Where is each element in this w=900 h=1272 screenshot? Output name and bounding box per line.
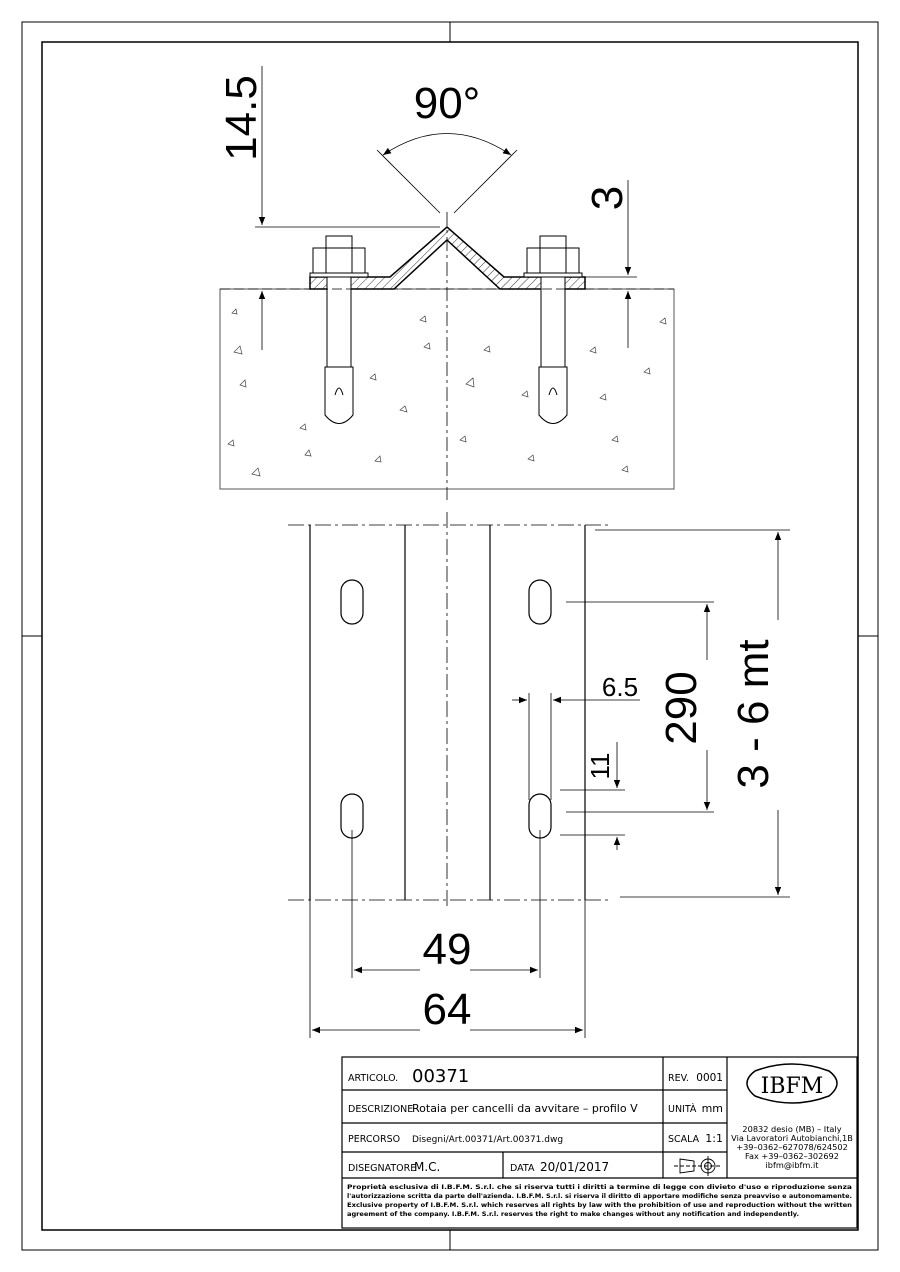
title-block: ARTICOLO. 00371 REV. 0001 DESCRIZIONE Ro…	[341, 1056, 858, 1229]
disclaimer-line: Proprietà esclusiva di I.B.F.M. S.r.l. c…	[347, 1183, 852, 1191]
articolo-value: 00371	[412, 1066, 469, 1087]
dimension-length	[595, 529, 790, 898]
data-value: 20/01/2017	[540, 1160, 609, 1174]
dimension-length-label: 3 - 6 mt	[729, 639, 778, 788]
section-view: 14.5 90° 3	[217, 66, 675, 500]
address-line: +39–0362–627078/624502	[736, 1142, 848, 1152]
dimension-slot-length	[560, 742, 625, 850]
ibfm-logo-text: IBFM	[761, 1074, 824, 1099]
dimension-slot-width-label: 6.5	[602, 672, 638, 702]
dimension-angle-label: 90°	[414, 79, 481, 128]
address-line: Via Lavoratori Autobianchi,1B	[731, 1133, 853, 1143]
dimension-thickness-label: 3	[583, 186, 632, 210]
data-label: DATA	[510, 1163, 535, 1174]
disclaimer-line: l'autorizzazione scritta da parte dell'a…	[347, 1193, 852, 1200]
projection-symbol-icon	[674, 1156, 722, 1176]
dimension-height	[255, 66, 440, 350]
scala-value: 1:1	[705, 1132, 723, 1145]
concrete-aggregate-marks	[227, 308, 667, 477]
percorso-label: PERCORSO	[348, 1134, 400, 1145]
dimension-height-label: 14.5	[217, 75, 266, 161]
dimension-angle	[376, 133, 518, 214]
dimension-rail-width	[309, 900, 586, 1038]
descrizione-value: Rotaia per cancelli da avvitare – profil…	[412, 1102, 638, 1115]
dimension-slot-width	[512, 693, 640, 800]
disclaimer-line: agreement of the company. I.B.F.M. S.r.l…	[347, 1211, 799, 1218]
ibfm-logo	[746, 1063, 838, 1104]
descrizione-label: DESCRIZIONE	[348, 1104, 413, 1115]
email: ibfm@ibfm.it	[766, 1160, 820, 1170]
dimension-slot-spacing-label: 290	[657, 671, 706, 744]
dimension-slot-spacing	[566, 601, 714, 813]
unita-label: UNITÀ	[668, 1103, 697, 1115]
dimension-slot-length-label: 11	[585, 753, 615, 780]
anchor-bolt-right	[523, 235, 583, 424]
dimension-hole-distance-label: 49	[423, 925, 472, 974]
disegnatore-label: DISEGNATORE	[348, 1163, 416, 1174]
address-line: Fax +39–0362–302692	[745, 1151, 839, 1161]
dimension-rail-width-label: 64	[423, 985, 472, 1034]
company-address: 20832 desio (MB) – Italy Via Lavoratori …	[731, 1124, 853, 1170]
rev-label: REV.	[668, 1073, 689, 1084]
rev-value: 0001	[696, 1072, 723, 1084]
anchor-bolt-left	[309, 235, 369, 424]
disegnatore-value: M.C.	[414, 1160, 440, 1174]
disclaimer-line: Exclusive property of I.B.F.M. S.r.l. wh…	[347, 1202, 852, 1209]
plan-view: 290 3 - 6 mt 6.5 11 49	[288, 512, 790, 1038]
scala-label: SCALA	[668, 1134, 700, 1145]
sheet-frame	[21, 21, 879, 1251]
dimension-thickness	[585, 180, 637, 348]
percorso-value: Disegni/Art.00371/Art.00371.dwg	[412, 1135, 563, 1145]
disclaimer: Proprietà esclusiva di I.B.F.M. S.r.l. c…	[347, 1183, 852, 1218]
dimension-hole-distance	[351, 830, 541, 978]
slots	[340, 579, 552, 839]
address-line: 20832 desio (MB) – Italy	[742, 1124, 841, 1134]
unita-value: mm	[702, 1102, 723, 1115]
articolo-label: ARTICOLO.	[348, 1073, 398, 1084]
